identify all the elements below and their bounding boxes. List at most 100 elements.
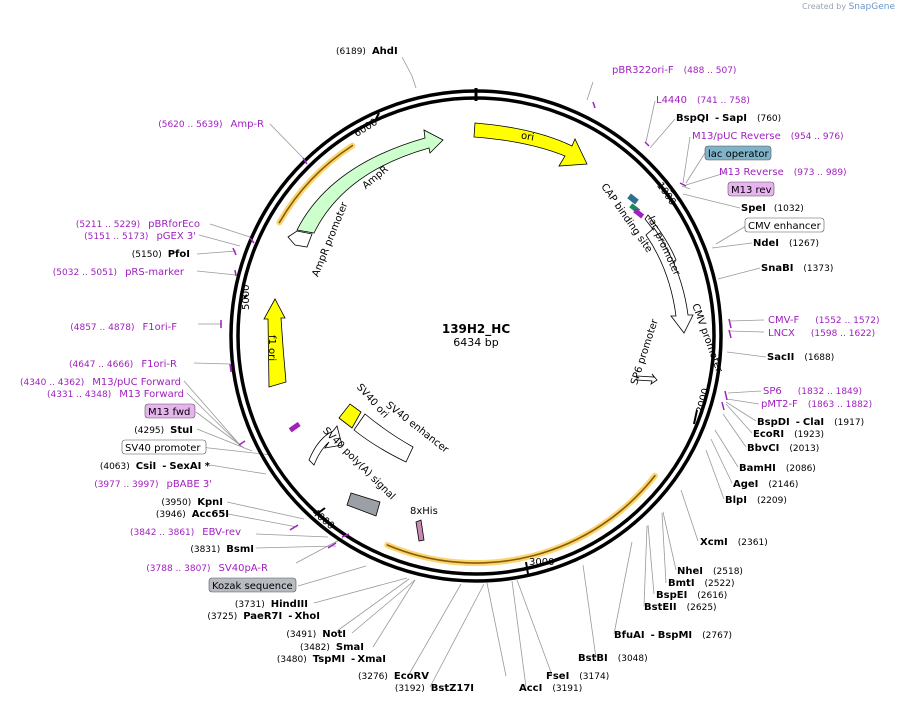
site-snabi: SnaBI(1373) (761, 263, 833, 274)
site-bamhi: BamHI(2086) (739, 463, 816, 474)
primer-pgex-3: (5151 .. 5173)pGEX 3' (84, 231, 196, 242)
restriction-sites: (6189)AhdI BspQI-SapI(760) SpeI(1032) Nd… (336, 46, 864, 694)
primer-m13puc-reverse: M13/pUC Reverse(954 .. 976) (692, 131, 844, 142)
ori-label: ori (520, 131, 535, 144)
cmv-promoter-arrow (645, 227, 694, 334)
site-spei: SpeI(1032) (741, 203, 804, 214)
lac-operator-mark (627, 193, 639, 205)
boxed-labels: lac operator M13 rev CMV enhancer M13 fw… (121, 145, 825, 593)
m13-rev-label: M13 rev (731, 185, 772, 196)
sv40-ori-box (338, 403, 362, 429)
site-acc65i: (3946)Acc65I (156, 509, 229, 520)
sv40-promoter-label: SV40 promoter (125, 443, 201, 454)
site-smai: (3482)SmaI (300, 642, 364, 653)
site-bspdi-clai: BspDI-ClaI(1917) (757, 417, 864, 428)
m13-fwd-mark (288, 421, 301, 433)
primer-m13-reverse: M13 Reverse(973 .. 989) (719, 167, 847, 178)
cmv-enhancer-label: CMV enhancer (748, 221, 822, 232)
f1-ori-label: f1 ori (266, 335, 277, 361)
his-tag-box (415, 519, 425, 542)
backbone-ticks (243, 112, 698, 575)
site-bmti: BmtI(2522) (668, 578, 734, 589)
site-blpi: BlpI(2209) (725, 495, 787, 506)
ampr-arrow (296, 129, 444, 234)
snapgene-credit: Created by SnapGene (802, 2, 895, 12)
primer-cmv-f: CMV-F(1552 .. 1572) (768, 315, 880, 326)
site-bstbi: BstBI(3048) (578, 653, 648, 664)
primer-ticks (220, 101, 732, 549)
site-noti: (3491)NotI (286, 629, 346, 640)
sv40-enhancer-arrow (353, 413, 414, 463)
feature-arrows (263, 122, 694, 542)
site-hindiii: (3731)HindIII (235, 599, 308, 610)
primer-sv40pa-r: (3788 .. 3807)SV40pA-R (146, 563, 268, 574)
tick-label-5000: 5000 (241, 285, 252, 310)
site-ndei: NdeI(1267) (753, 238, 819, 249)
label-leader-lines (183, 56, 767, 688)
site-bspqi-sapi: BspQI-SapI(760) (676, 113, 781, 124)
site-kpni: (3950)KpnI (161, 497, 223, 508)
cmv-enhancer-box (744, 217, 825, 233)
primer-pmt2-f: pMT2-F(1863 .. 1882) (761, 399, 872, 410)
primer-ebv-rev: (3842 .. 3861)EBV-rev (130, 527, 241, 538)
site-bfuai-bspmi: BfuAI-BspMI(2767) (614, 630, 732, 641)
site-acci: AccI(3191) (519, 683, 582, 694)
m13-rev-mark (633, 208, 645, 219)
primer-prs-marker: (5032 .. 5051)pRS-marker (53, 267, 185, 278)
primer-l4440: L4440(741 .. 758) (656, 95, 750, 106)
orange-band-heavy-chain-glow (384, 472, 658, 566)
site-xcmi: XcmI(2361) (700, 537, 768, 548)
kozak-label: Kozak sequence (212, 581, 293, 592)
primer-f1ori-r: (4647 .. 4666)F1ori-R (69, 359, 177, 370)
site-nhei: NheI(2518) (677, 566, 743, 577)
site-fsei: FseI(3174) (546, 671, 609, 682)
f1-ori-arrow (263, 298, 287, 388)
site-csii-sexai: (4063)CsiI-SexAI * (100, 461, 211, 472)
primer-sp6: SP6(1832 .. 1849) (763, 386, 862, 397)
ampr-promoter-arrow (287, 230, 313, 248)
site-tspmi-xmai: (3480)TspMI-XmaI (277, 654, 386, 665)
site-ahdi: (6189)AhdI (336, 46, 398, 57)
sp6-promoter-arrow (636, 373, 658, 385)
orange-band-heavy-chain (386, 474, 656, 564)
primer-amp-r: (5620 .. 5639)Amp-R (158, 119, 264, 130)
sv40-polya-box (346, 492, 381, 517)
site-bspei: BspEI(2616) (656, 590, 727, 601)
primer-labels: pBR322ori-F(488 .. 507) L4440(741 .. 758… (612, 65, 880, 410)
site-bsteii: BstEII(2625) (644, 602, 717, 613)
tick-label-3000: 3000 (529, 557, 554, 568)
primer-f1ori-f: (4857 .. 4878)F1ori-F (70, 322, 177, 333)
site-pfoi: (5150)PfoI (132, 249, 190, 260)
site-agei: AgeI(2146) (733, 479, 798, 490)
primer-lncx: LNCX(1598 .. 1622) (768, 328, 875, 339)
m13-fwd-box (144, 403, 196, 419)
lac-operator-box (704, 145, 772, 161)
sv40-promoter-arrow (308, 425, 343, 466)
primer-pbabe-3: (3977 .. 3997)pBABE 3' (94, 479, 212, 490)
site-bsmi: (3831)BsmI (190, 544, 254, 555)
plasmid-size: 6434 bp (453, 336, 498, 349)
site-bbvci: BbvCI(2013) (747, 443, 819, 454)
site-bstz17i: (3192)BstZ17I (395, 683, 474, 694)
credit-brand: SnapGene (848, 2, 895, 12)
site-ecori: EcoRI(1923) (753, 429, 824, 440)
sp6-promoter-label: SP6 promoter (629, 317, 661, 386)
backbone (229, 88, 723, 583)
site-paer7i-xhoi: (3725)PaeR7I-XhoI (207, 611, 320, 622)
primer-labels-left: (5620 .. 5639)Amp-R (5211 .. 5229)pBRfor… (20, 119, 268, 574)
primer-pbrforeco: (5211 .. 5229)pBRforEco (76, 219, 200, 230)
site-stui: (4295)StuI (134, 425, 193, 436)
primer-pbr322ori-f: pBR322ori-F(488 .. 507) (612, 65, 736, 76)
plasmid-name: 139H2_HC (442, 322, 510, 337)
kozak-box (208, 577, 297, 593)
cds-bands (276, 142, 658, 566)
sv40-promoter-box (121, 439, 207, 455)
primer-m13-forward: (4331 .. 4348)M13 Forward (47, 389, 184, 400)
his-tag-label: 8xHis (410, 506, 438, 517)
orange-band-amp (278, 144, 354, 224)
lac-operator-label: lac operator (708, 149, 769, 160)
m13-fwd-label: M13 fwd (148, 407, 190, 418)
ori-arrow (473, 122, 588, 167)
site-ecorv: (3276)EcoRV (358, 671, 429, 682)
